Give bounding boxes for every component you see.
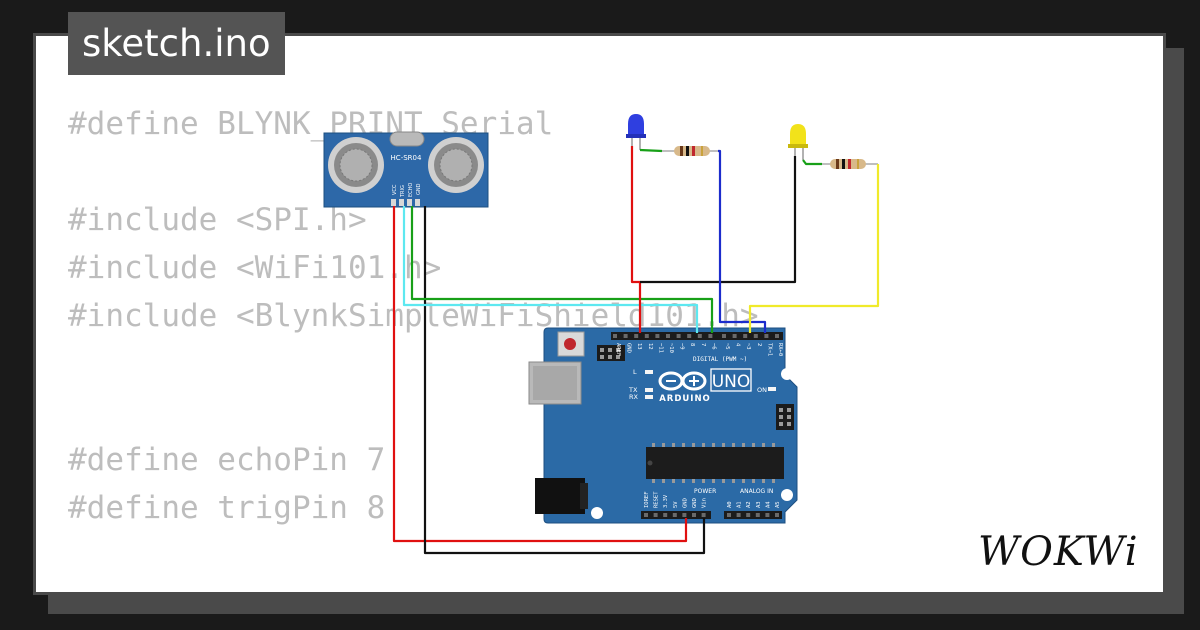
code-line: #define trigPin 8 [68,490,386,526]
sensor-pin-vcc: VCC [392,184,398,195]
board-model: UNO [712,372,751,392]
wire-trig-d8 [402,206,699,333]
header-pin-hole [732,334,737,338]
blue-led-resistor [662,146,718,156]
top-pin-label: ~6 [710,343,716,350]
file-tab: sketch.ino [68,12,285,75]
header-pin-hole [655,334,660,338]
header-pin-hole [708,334,713,338]
header-pin-hole [634,334,639,338]
power-pin-label: IOREF [644,491,650,508]
header-pin-hole [697,334,702,338]
top-pin-label: RX←0 [777,343,783,356]
header-pin-hole [743,334,748,338]
analog-pin-label: A1 [737,501,743,508]
header-pin-hole [727,513,731,517]
header-pin-hole [701,513,706,517]
header-pin-hole [753,334,758,338]
power-pin-label: Vin [702,498,708,508]
header-pin-hole [764,334,769,338]
led-label-rx: RX [629,393,639,401]
header-pin-hole [736,513,741,517]
code-line: #include <WiFi101.h> [68,250,442,286]
header-pin-hole [663,513,668,517]
top-pin-label: 13 [636,343,642,350]
header-pin-hole [692,513,696,517]
analog-pin-label: A0 [727,501,733,508]
top-pin-label: 2 [756,343,762,346]
header-pin-hole [666,334,670,338]
top-pin-label: 7 [700,343,706,346]
top-pin-label: 4 [735,343,741,347]
wire-gnd-bus [640,156,797,284]
analog-pin-label: A2 [746,501,752,508]
power-pin-label: GND [682,498,688,508]
header-pin-hole [722,334,726,338]
wire-vcc-5v [392,206,688,543]
arduino-uno-board: L TX RX ON UNO ARDUINO DIGITAL (PWM ~) P… [528,327,798,524]
top-pin-label: TX→1 [766,343,772,356]
power-pin-label: RESET [654,491,660,508]
power-pin-label: GND [692,498,698,508]
wokwi-logo: WOKWi [978,525,1153,579]
analog-pin-label: A5 [775,501,781,508]
analog-pin-label: A3 [756,501,762,508]
sensor-pin-gnd: GND [416,183,422,195]
wire-gnd-gnd [423,206,706,555]
top-pin-label: GND [626,343,632,353]
wire-echo-d7 [410,206,714,333]
top-pin-label: ~11 [657,343,663,353]
wire-yellow-resistor-pin [748,164,880,333]
header-pin-hole [623,334,628,338]
wire-yellow-led-pin [802,159,822,166]
top-pin-label: 12 [647,343,653,350]
led-label-on: ON [757,386,767,394]
power-label: POWER [694,488,716,495]
top-pin-label: AREF [615,343,621,356]
code-line: #include <SPI.h> [68,202,367,238]
header-pin-hole [775,334,779,338]
power-pin-label: 5V [673,501,679,508]
top-pin-label: ~9 [679,343,685,350]
header-pin-hole [676,334,681,338]
blue-led [626,114,646,150]
digital-label: DIGITAL (PWM ~) [693,356,747,363]
wire-blue-led-pin [639,148,663,153]
header-pin-hole [746,513,751,517]
header-pin-hole [755,513,760,517]
header-pin-hole [682,513,687,517]
header-pin-hole [672,513,677,517]
arduino-infinity-icon [658,371,707,391]
yellow-led [788,124,808,160]
header-pin-hole [775,513,779,517]
sensor-pin-trig: TRIG [400,185,406,198]
header-pin-hole [613,334,617,338]
sensor-model: HC-SR04 [391,154,422,162]
top-pin-label: ~5 [724,343,730,350]
header-pin-hole [653,513,658,517]
wire-blue-led-gnd [630,146,642,333]
code-line: #define echoPin 7 [68,442,386,478]
header-pin-hole [765,513,770,517]
header-pin-hole [644,513,648,517]
wokwi-logo-text: WOKWi [978,529,1139,575]
sensor-pin-echo: ECHO [408,183,414,197]
analog-pin-label: A4 [765,501,771,508]
header-pin-hole [687,334,692,338]
hc-sr04-sensor: HC-SR04 VCC TRIG ECHO GND [323,131,489,208]
board-brand: ARDUINO [659,394,711,404]
wires [392,146,880,555]
analog-label: ANALOG IN [740,488,773,495]
led-label-l: L [633,368,637,376]
led-label-tx: TX [628,386,638,394]
wire-blue-resistor-pin [718,149,767,333]
top-pin-label: 8 [689,343,695,346]
top-pin-label: ~10 [668,343,674,353]
top-pin-label: ~3 [745,343,751,350]
yellow-led-resistor [822,159,878,169]
power-pin-label: 3.3V [663,494,669,508]
header-pin-hole [644,334,649,338]
